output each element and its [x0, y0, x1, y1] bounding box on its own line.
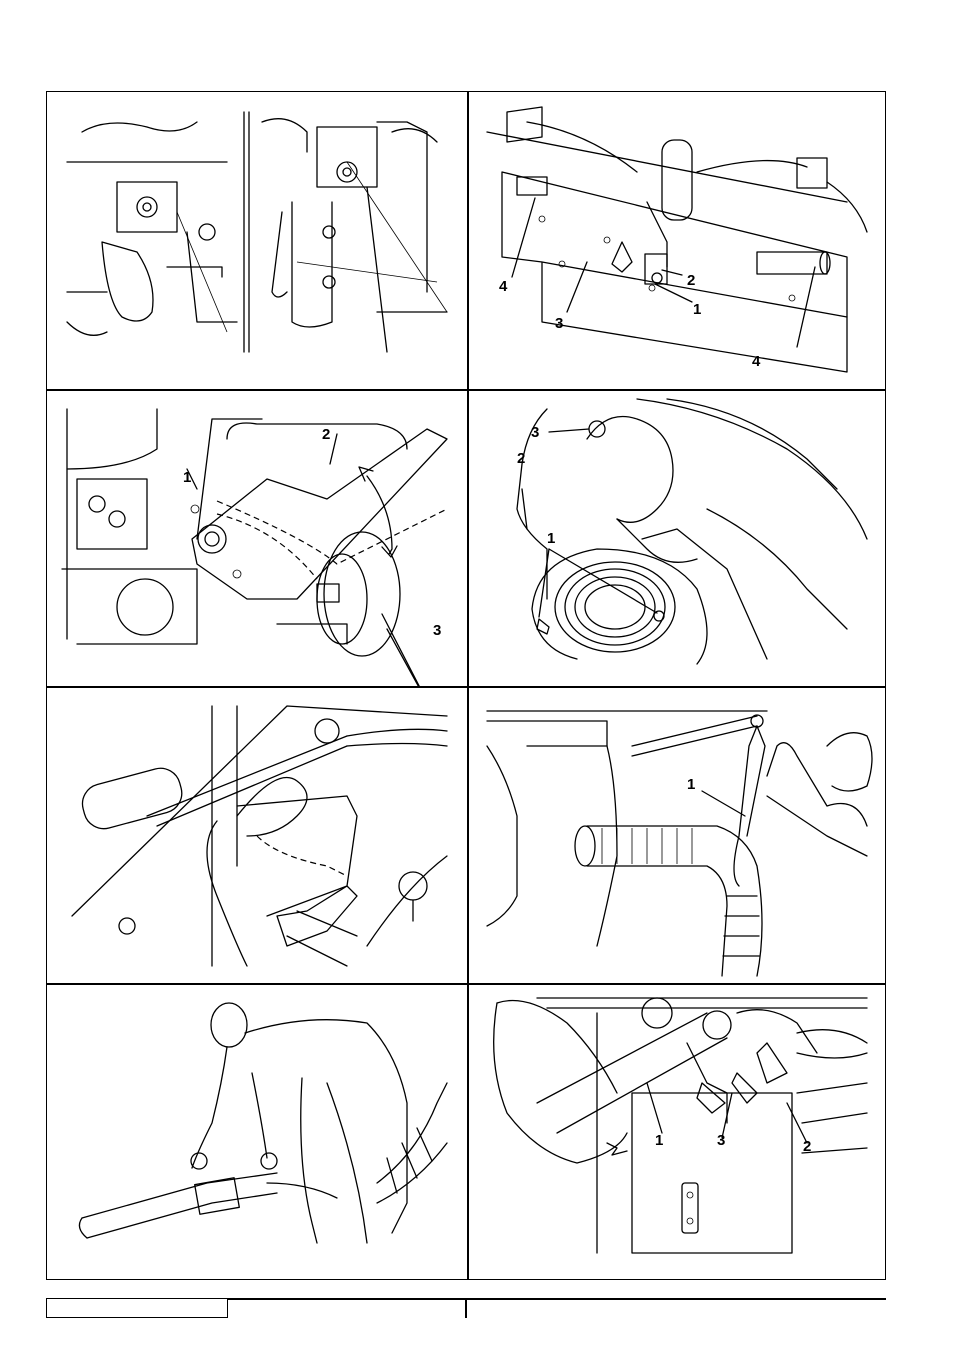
fig-3-callout-1: 1 [183, 469, 191, 486]
fig-4-callout-3: 3 [531, 424, 539, 441]
figure-8-hose-connection: 2 1 3 [467, 983, 887, 1280]
fig-6-callout-1: 1 [687, 776, 695, 793]
footer-page-box [46, 1298, 228, 1318]
fig-2-callout-4-right: 4 [752, 353, 761, 370]
illustration-grid: 4 2 1 3 4 [46, 91, 886, 1280]
footer-tick [465, 1298, 467, 1318]
fig-8-callout-3: 3 [717, 1132, 725, 1149]
fig-8-callout-2: 2 [803, 1138, 811, 1155]
fig-4-callout-1: 1 [547, 530, 555, 547]
footer-rule [228, 1298, 886, 1300]
fig-4-callout-2: 2 [517, 450, 525, 467]
figure-1-bracket-bolts [47, 92, 467, 389]
fig-3-callout-2: 2 [322, 426, 330, 443]
fig-2-callout-2: 2 [687, 272, 695, 289]
figure-3-guard-hinge: 2 1 3 [47, 389, 467, 686]
fig-2-callout-3: 3 [555, 315, 563, 332]
figure-4-hose-cover: 3 2 1 [467, 389, 887, 686]
fig-2-callout-4-left: 4 [499, 278, 508, 295]
figure-7-operator-nozzle [47, 983, 467, 1280]
figure-6-hose-hanger: 1 [467, 686, 887, 983]
figure-5-nozzle-hose [47, 686, 467, 983]
fig-2-callout-1: 1 [693, 301, 701, 318]
fig-8-callout-1: 1 [655, 1132, 663, 1149]
fig-3-callout-3: 3 [433, 622, 441, 639]
figure-2-cover-panel: 4 2 1 3 4 [467, 92, 887, 389]
